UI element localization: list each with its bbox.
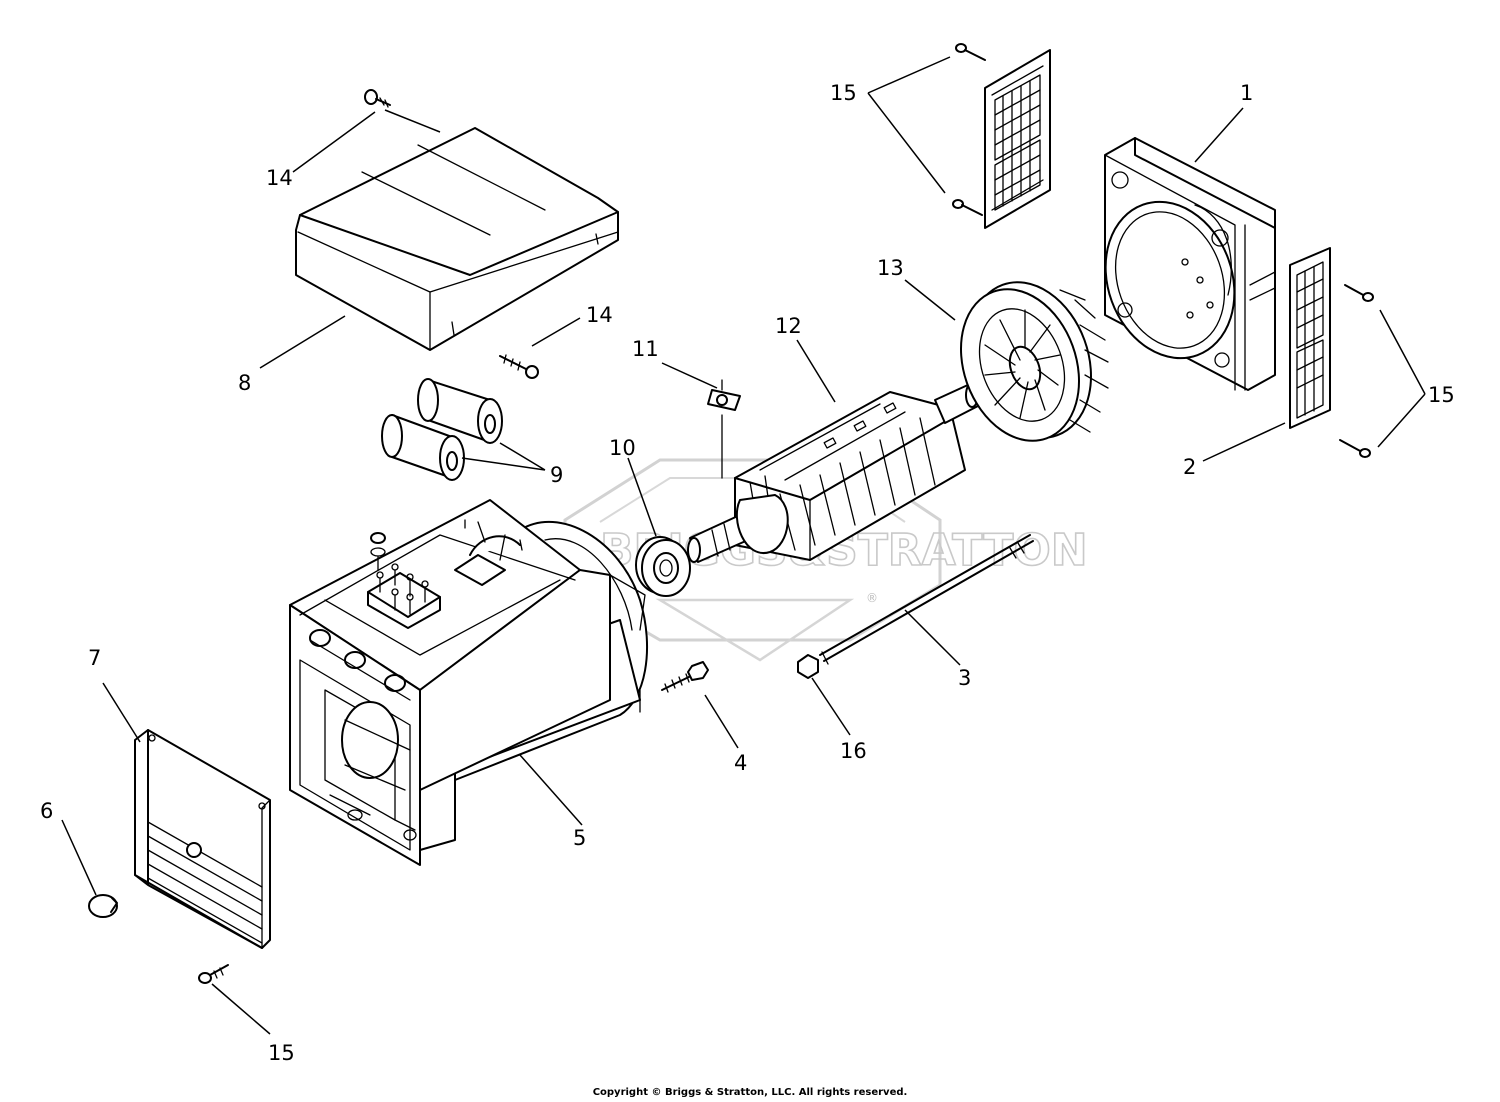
part-10-bearing bbox=[635, 536, 691, 597]
callout-15-bottom: 15 bbox=[268, 1041, 295, 1065]
callout-4: 4 bbox=[734, 751, 747, 775]
part-8-top-cover bbox=[295, 127, 619, 351]
part-15-vent-panel-upper bbox=[984, 49, 1051, 229]
part-7-end-cover bbox=[134, 729, 271, 949]
part-3-through-bolt bbox=[819, 534, 1034, 665]
callout-16: 16 bbox=[840, 739, 867, 763]
callout-numbers: 1 2 3 4 5 6 7 8 9 10 11 12 13 14 14 15 1… bbox=[40, 81, 1455, 1065]
callout-15-top: 15 bbox=[830, 81, 857, 105]
callout-15-right: 15 bbox=[1428, 383, 1455, 407]
part-13-fan bbox=[960, 281, 1109, 442]
part-6-plug bbox=[88, 894, 118, 918]
callout-10: 10 bbox=[609, 436, 636, 460]
part-14-screw-top bbox=[364, 89, 391, 108]
part-15-screw-top-right-2 bbox=[952, 199, 983, 216]
callout-8: 8 bbox=[238, 371, 251, 395]
part-16-nut bbox=[797, 654, 819, 679]
part-5-stator-housing bbox=[289, 499, 649, 866]
callout-7: 7 bbox=[88, 646, 101, 670]
part-14-screw-side bbox=[499, 354, 539, 379]
part-11-brush-assembly bbox=[707, 379, 741, 479]
part-15-screw-right-2 bbox=[1339, 439, 1371, 458]
callout-9: 9 bbox=[550, 463, 563, 487]
callout-6: 6 bbox=[40, 799, 53, 823]
leader-lines bbox=[61, 56, 1426, 1035]
callout-11: 11 bbox=[632, 337, 659, 361]
callout-14-side: 14 bbox=[586, 303, 613, 327]
callout-13: 13 bbox=[877, 256, 904, 280]
part-12-rotor bbox=[687, 382, 979, 563]
callout-14-top: 14 bbox=[266, 166, 293, 190]
part-1-adapter-housing bbox=[1104, 137, 1276, 391]
watermark-registered-mark: ® bbox=[866, 591, 878, 605]
callout-5: 5 bbox=[573, 826, 586, 850]
callout-2: 2 bbox=[1183, 455, 1196, 479]
part-15-screw-right-1 bbox=[1344, 284, 1374, 302]
part-9-spacers bbox=[381, 378, 503, 481]
part-15-screw-top-right-1 bbox=[955, 43, 986, 61]
callout-3: 3 bbox=[958, 666, 971, 690]
part-15-screw-lower bbox=[198, 964, 229, 984]
copyright-notice: Copyright © Briggs & Stratton, LLC. All … bbox=[592, 1087, 908, 1098]
callout-12: 12 bbox=[775, 314, 802, 338]
callout-1: 1 bbox=[1240, 81, 1253, 105]
part-2-vent-panel-lower bbox=[1289, 247, 1331, 429]
part-4-stud-nut bbox=[661, 661, 709, 693]
